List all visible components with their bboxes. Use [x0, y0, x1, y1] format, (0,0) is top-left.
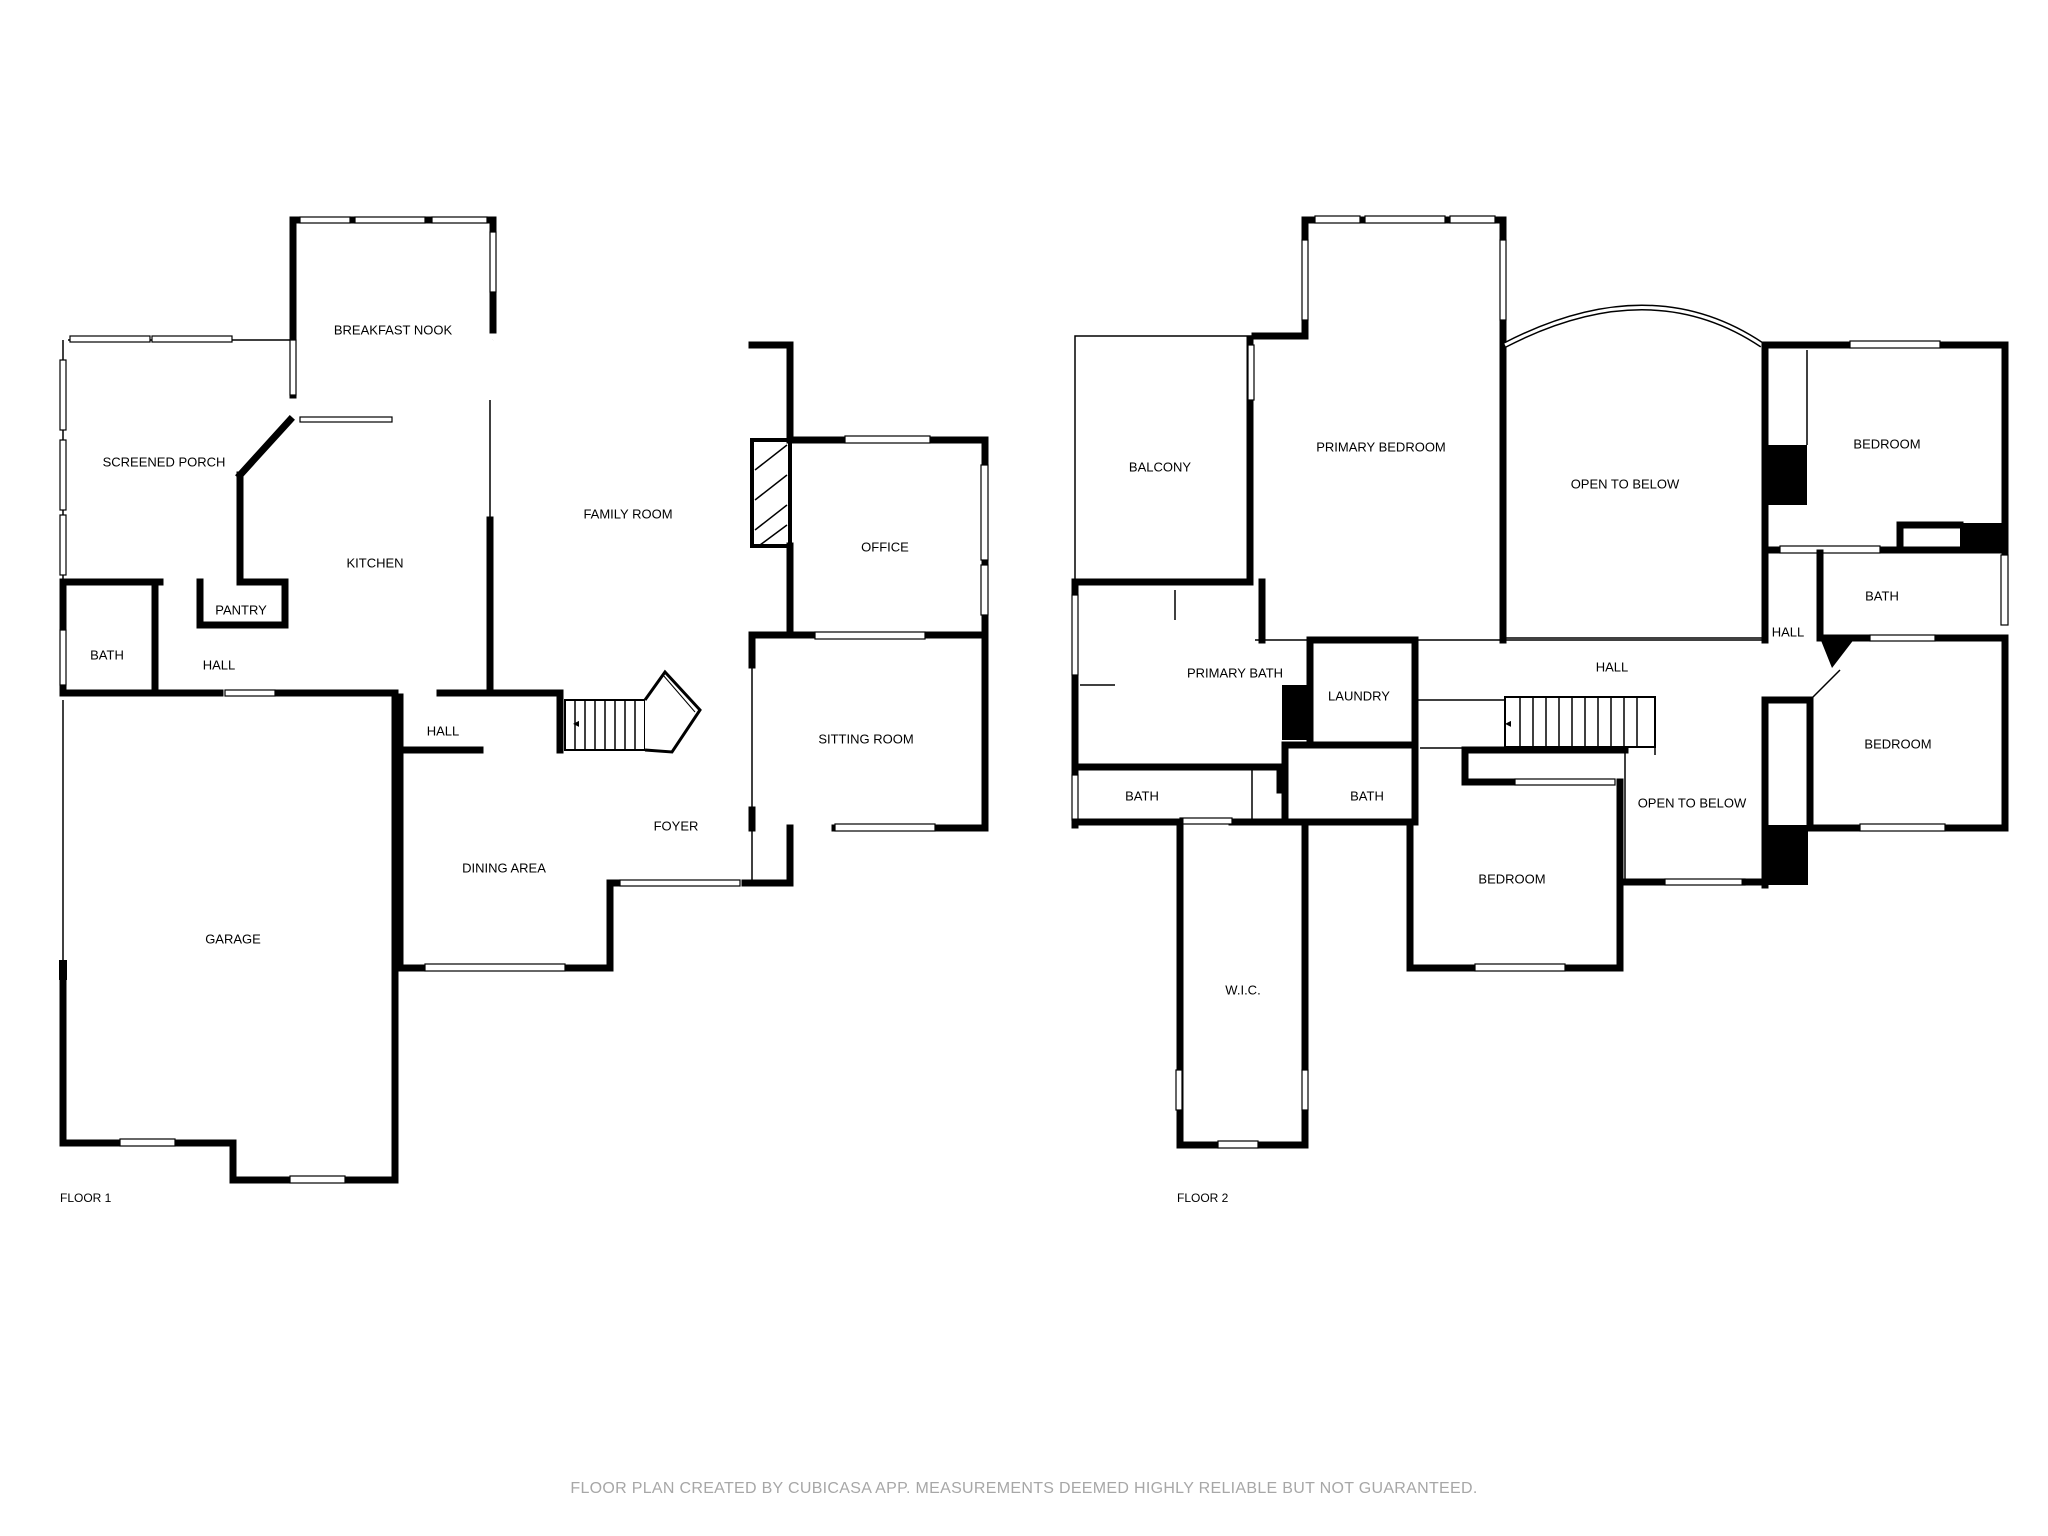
room-label-hall-west: HALL [203, 657, 236, 672]
fireplace-icon [750, 438, 792, 548]
bedroom-e-walls [1761, 634, 2009, 889]
room-label-bedroom-s: BEDROOM [1478, 871, 1545, 886]
stair-arrow-icon-floor2: ◂ [1505, 716, 1511, 730]
room-label-dining-area: DINING AREA [462, 860, 546, 875]
room-label-balcony: BALCONY [1129, 459, 1191, 474]
dining-foyer-walls [396, 693, 741, 972]
open-to-below-bottom-walls [1621, 748, 1769, 886]
room-label-garage: GARAGE [205, 931, 261, 946]
stair-arrow-icon: ◂ [573, 716, 579, 730]
footer-disclaimer: FLOOR PLAN CREATED BY CUBICASA APP. MEAS… [570, 1480, 1477, 1497]
primary-bedroom-walls [1251, 215, 1507, 644]
room-label-foyer: FOYER [654, 818, 699, 833]
room-label-laundry: LAUNDRY [1328, 688, 1390, 703]
room-label-sitting-room: SITTING ROOM [818, 731, 913, 746]
sitting-room-walls [741, 631, 989, 887]
room-label-bedroom-e: BEDROOM [1864, 736, 1931, 751]
room-label-bath-floor1: BATH [90, 647, 124, 662]
screened-porch-walls [59, 335, 295, 584]
floor-1-label: FLOOR 1 [60, 1191, 112, 1205]
open-to-below-top-walls [1503, 304, 1764, 639]
room-label-primary-bath: PRIMARY BATH [1187, 665, 1283, 680]
floor-1-plan: ◂ SCREENED [59, 216, 989, 1205]
room-label-bath-east: BATH [1865, 588, 1899, 603]
wic-walls [1175, 818, 1309, 1149]
room-label-family-room: FAMILY ROOM [583, 506, 672, 521]
room-label-open-to-below-bottom: OPEN TO BELOW [1638, 795, 1747, 810]
room-label-office: OFFICE [861, 539, 909, 554]
breakfast-nook-walls [289, 216, 497, 423]
garage-walls [59, 693, 399, 1184]
office-walls [786, 435, 989, 639]
room-label-hall-center: HALL [427, 723, 460, 738]
floor-2-plan: ◂ BALCONY PRIMARY BED [1071, 215, 2009, 1205]
room-label-primary-bedroom: PRIMARY BEDROOM [1316, 439, 1446, 454]
room-label-screened-porch: SCREENED PORCH [103, 454, 226, 469]
room-label-wic: W.I.C. [1225, 982, 1260, 997]
bath-east-walls [1816, 549, 2009, 668]
room-label-bath-west: BATH [1125, 788, 1159, 803]
balcony-walls [1071, 335, 1255, 586]
room-label-hall-east: HALL [1772, 624, 1805, 639]
bedroom-ne-walls [1761, 340, 2009, 644]
stairs-floor1: ◂ [396, 669, 702, 754]
family-room-walls [486, 304, 794, 694]
bedroom-s-walls [1406, 746, 1629, 972]
primary-bath-walls [1071, 578, 1314, 829]
room-label-kitchen: KITCHEN [346, 555, 403, 570]
kitchen-area-walls [59, 578, 489, 697]
room-label-open-to-below-top: OPEN TO BELOW [1571, 476, 1680, 491]
room-label-breakfast-nook: BREAKFAST NOOK [334, 322, 453, 337]
floor-2-label: FLOOR 2 [1177, 1191, 1229, 1205]
room-label-bath-center: BATH [1350, 788, 1384, 803]
room-label-bedroom-ne: BEDROOM [1853, 436, 1920, 451]
room-label-pantry: PANTRY [215, 602, 267, 617]
room-label-hall-main: HALL [1596, 659, 1629, 674]
